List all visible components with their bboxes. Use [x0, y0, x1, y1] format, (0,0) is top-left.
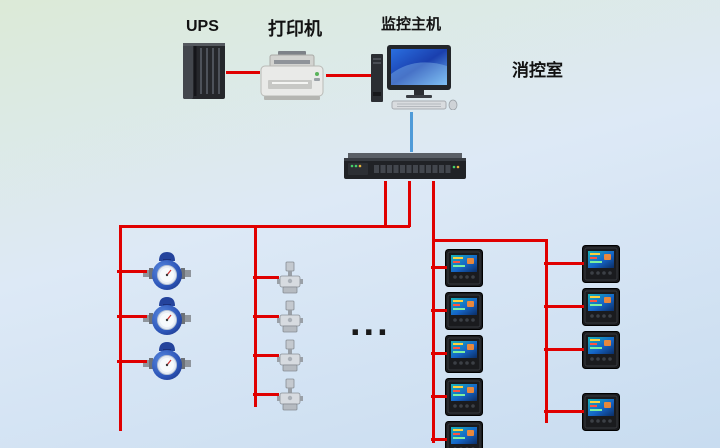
power-meter-device: [544, 393, 620, 431]
water-meter-column: [117, 249, 191, 384]
cable-switch-drop-left: [384, 181, 387, 227]
cable-stub: [544, 305, 584, 308]
cable-stub: [544, 348, 584, 351]
printer-device: [258, 50, 326, 102]
power-meter-device: [544, 245, 620, 283]
cable-stub: [431, 309, 447, 312]
ups-label: UPS: [186, 18, 219, 35]
ups-device: [182, 42, 226, 100]
power-meter-device: [431, 378, 483, 416]
cable-stub: [253, 354, 279, 357]
cable-ups-printer: [226, 71, 260, 74]
valve-device: [253, 261, 303, 295]
power-meter-device: [431, 292, 483, 330]
cable-bus-meters-right: [545, 239, 548, 423]
power-meter-device: [544, 288, 620, 326]
power-meter-device: [544, 331, 620, 369]
cable-bus-horizontal-right: [432, 239, 548, 242]
network-switch-device: [344, 150, 466, 182]
power-meter-column-outer: [544, 245, 620, 431]
cable-stub: [253, 315, 279, 318]
cable-stub: [431, 352, 447, 355]
valve-device: [253, 339, 303, 373]
water-meter-device: [117, 339, 191, 384]
cable-bus-water-meters: [119, 225, 122, 431]
cable-stub: [544, 262, 584, 265]
link-host-switch: [410, 112, 413, 152]
cable-printer-host: [326, 74, 372, 77]
power-meter-device: [431, 421, 483, 448]
ellipsis-more-devices: ...: [350, 302, 391, 344]
cable-stub: [117, 360, 147, 363]
cable-switch-drop-mid: [408, 181, 411, 227]
water-meter-device: [117, 294, 191, 339]
cable-stub: [117, 270, 147, 273]
valve-device: [253, 378, 303, 412]
cable-stub: [544, 410, 584, 413]
cable-switch-drop-right: [432, 181, 435, 443]
power-meter-device: [431, 249, 483, 287]
power-meter-column-inner: [431, 249, 483, 448]
water-meter-device: [117, 249, 191, 294]
printer-label: 打印机: [268, 19, 322, 39]
cable-stub: [431, 266, 447, 269]
cable-stub: [431, 438, 447, 441]
cable-stub: [253, 276, 279, 279]
cable-bus-horizontal-left: [119, 225, 410, 228]
cable-stub: [253, 393, 279, 396]
valve-column: [253, 261, 303, 412]
cable-stub: [431, 395, 447, 398]
monitor-host-label: 监控主机: [381, 16, 442, 33]
control-room-label: 消控室: [512, 61, 563, 80]
monitor-host-device: [370, 44, 458, 111]
cable-stub: [117, 315, 147, 318]
valve-device: [253, 300, 303, 334]
power-meter-device: [431, 335, 483, 373]
